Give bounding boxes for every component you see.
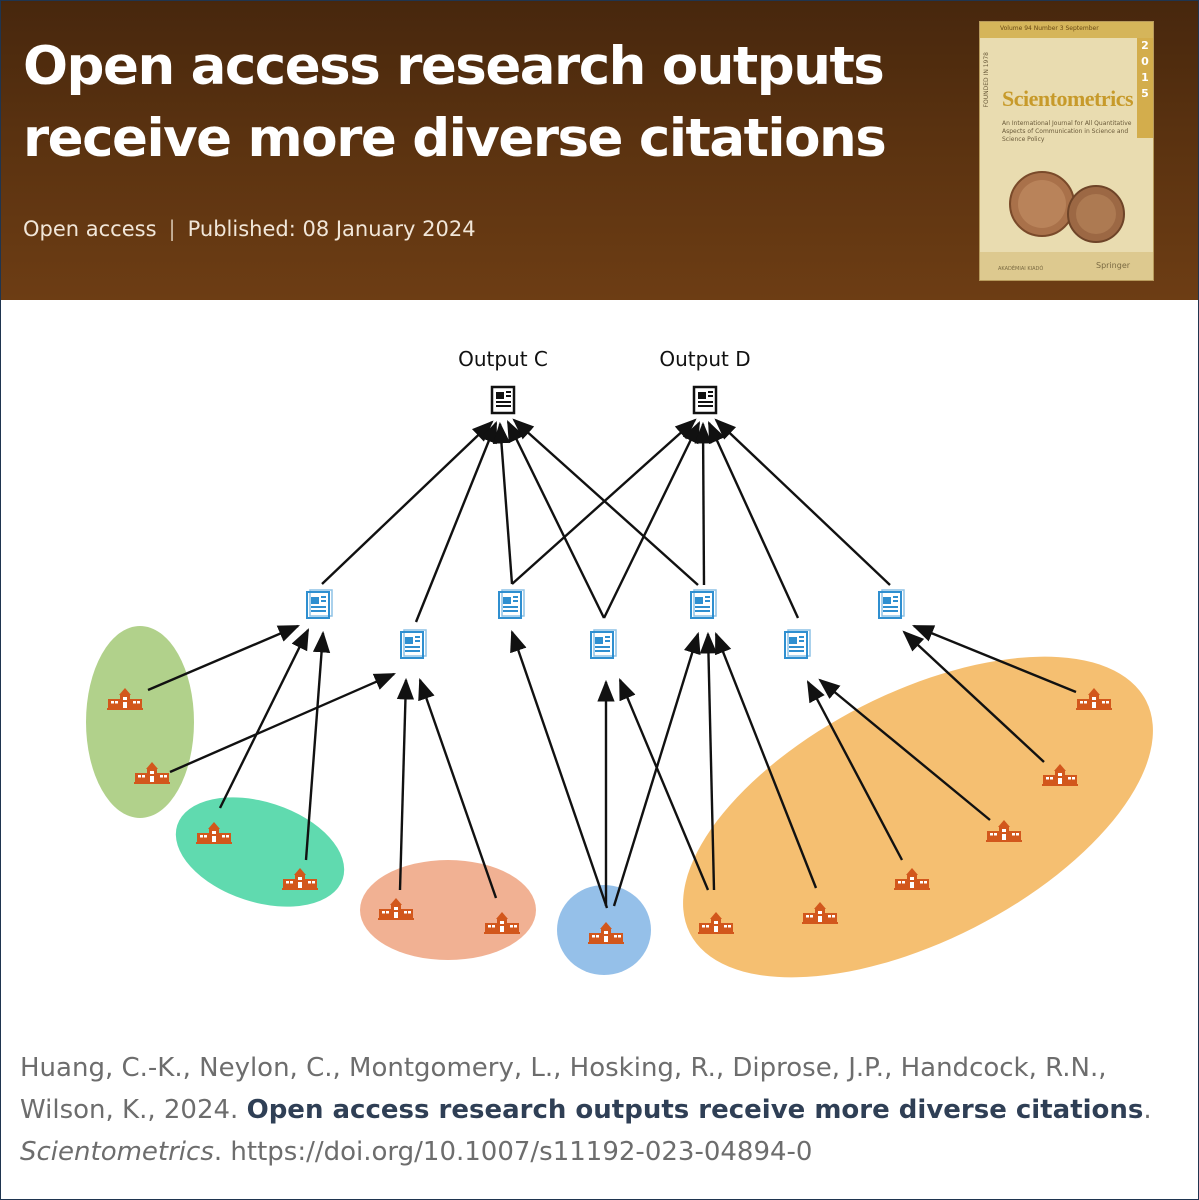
- citation-journal: Scientometrics: [20, 1137, 214, 1167]
- arrow: [602, 421, 701, 619]
- meta-separator: |: [168, 217, 176, 241]
- arrow: [618, 678, 710, 891]
- arrow: [818, 678, 991, 821]
- article-title-line-2: receive more diverse citations: [23, 108, 887, 170]
- journal-cover: Volume 94 Number 3 September 2015 FOUNDE…: [979, 21, 1154, 281]
- citation-authors: Huang, C.-K., Neylon, C., Montgomery, L.…: [20, 1053, 1107, 1125]
- arrow: [699, 631, 718, 891]
- arrow: [806, 680, 904, 861]
- citing-document-icon: [878, 589, 905, 619]
- arrow: [510, 629, 609, 909]
- arrow: [218, 628, 310, 809]
- arrow: [492, 421, 514, 585]
- article-banner: Open access research outputs receive mor…: [1, 1, 1198, 300]
- cover-year: 2015: [1137, 38, 1153, 138]
- arrow: [414, 420, 498, 623]
- cover-footer: AKADÉMIAI KIADÓ Springer: [980, 252, 1153, 280]
- arrow: [714, 418, 891, 586]
- arrow: [169, 672, 396, 774]
- output-d-icon: [692, 385, 718, 415]
- citation-diversity-diagram: Output C Output D: [86, 347, 1153, 978]
- group-teal: [175, 797, 345, 907]
- arrow: [714, 631, 818, 889]
- group-green: [86, 626, 194, 818]
- citing-document-icon: [306, 589, 333, 619]
- arrow: [321, 420, 494, 585]
- citation-title: Open access research outputs receive mor…: [246, 1095, 1144, 1125]
- arrow: [694, 421, 712, 586]
- cover-publisher-left: AKADÉMIAI KIADÓ: [998, 266, 1044, 272]
- reference-citation: Huang, C.-K., Neylon, C., Montgomery, L.…: [20, 1047, 1180, 1173]
- cover-volume-strip: Volume 94 Number 3 September: [980, 22, 1153, 38]
- output-c-label: Output C: [458, 347, 548, 371]
- arrow: [902, 630, 1045, 763]
- output-d-label: Output D: [659, 347, 750, 371]
- article-title-line-1: Open access research outputs: [23, 36, 885, 97]
- cover-volume-text: Volume 94 Number 3 September: [1000, 25, 1099, 32]
- citation-arrows: [147, 418, 1077, 909]
- group-orange: [683, 656, 1153, 978]
- cover-publisher-right: Springer: [1096, 261, 1131, 270]
- arrow: [147, 624, 300, 692]
- arrow: [511, 418, 697, 585]
- citing-document-icon: [400, 629, 427, 659]
- arrow: [506, 420, 606, 619]
- article-title: Open access research outputs receive mor…: [23, 31, 943, 175]
- arrow: [707, 421, 800, 619]
- citing-document-icon: [590, 629, 617, 659]
- cover-year-text: 2015: [1141, 39, 1149, 100]
- arrow: [304, 630, 331, 861]
- arrow: [418, 677, 498, 899]
- article-meta: Open access | Published: 08 January 2024: [23, 217, 476, 241]
- citing-document-icon: [690, 589, 717, 619]
- cover-journal-name: Scientometrics: [1002, 86, 1134, 111]
- cover-founded: FOUNDED IN 1978: [983, 52, 990, 108]
- cover-subtitle: An International Journal for All Quantit…: [1002, 120, 1132, 143]
- arrow: [911, 624, 1077, 694]
- arrow: [512, 418, 699, 586]
- citing-document-icon: [784, 629, 811, 659]
- citation-doi-link[interactable]: . https://doi.org/10.1007/s11192-023-048…: [213, 1137, 813, 1167]
- output-c-icon: [490, 385, 516, 415]
- open-access-label: Open access: [23, 217, 157, 241]
- citation-period: .: [1143, 1095, 1152, 1125]
- cover-coins-image: [1009, 171, 1125, 243]
- arrow: [396, 677, 415, 891]
- arrow: [612, 631, 701, 907]
- published-date: Published: 08 January 2024: [187, 217, 476, 241]
- citing-document-icon: [498, 589, 525, 619]
